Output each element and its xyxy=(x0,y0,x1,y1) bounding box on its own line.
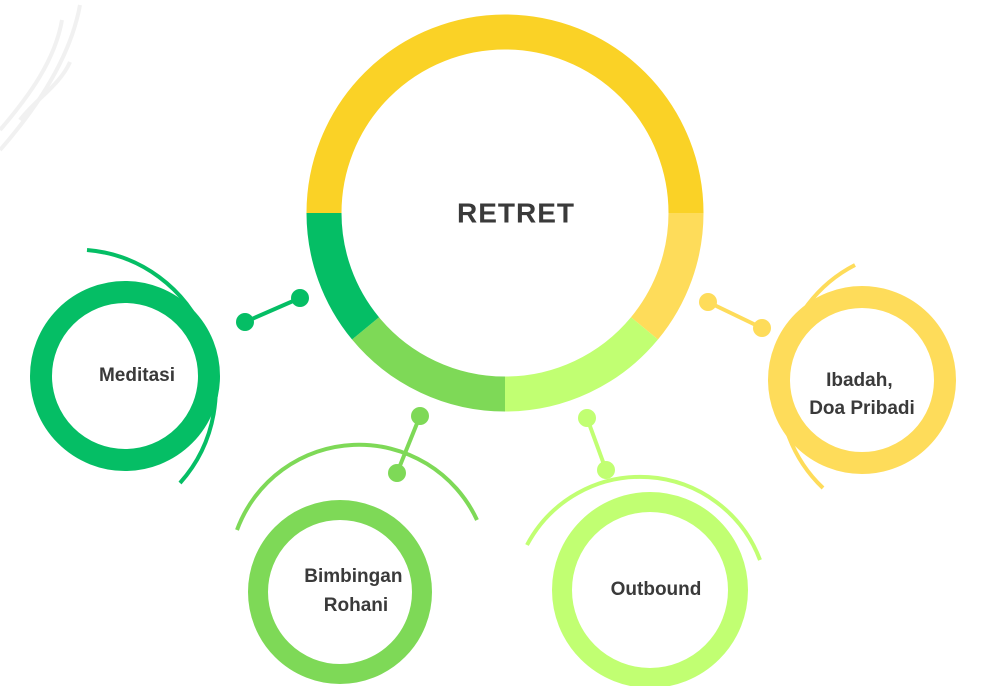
node-bimbingan-line-1: Bimbingan xyxy=(304,566,402,587)
node-outbound-outer-arc xyxy=(525,474,762,561)
node-ibadah-ring xyxy=(768,286,956,474)
node-ibadah-line-2: Doa Pribadi xyxy=(809,398,915,419)
node-ibadah-connector-dot-inner xyxy=(753,319,771,337)
node-bimbingan-ring xyxy=(248,500,432,684)
node-outbound-label: Outbound xyxy=(611,579,702,600)
center-ring-segment-ibadah xyxy=(306,14,704,412)
node-ibadah-connector-dot-outer xyxy=(699,293,717,311)
node-meditasi-line-1: Meditasi xyxy=(99,365,175,386)
node-bimbingan-connector-dot-outer xyxy=(411,407,429,425)
node-meditasi: Meditasi xyxy=(30,248,309,485)
node-ibadah-line-1: Ibadah, xyxy=(826,370,893,391)
node-meditasi-label: Meditasi xyxy=(99,365,175,386)
center-label: RETRET xyxy=(457,197,575,228)
center-ring-segment-meditasi xyxy=(306,14,704,412)
node-outbound-ring xyxy=(552,492,748,686)
node-outbound-line-1: Outbound xyxy=(611,579,702,600)
node-outbound: Outbound xyxy=(525,409,762,686)
node-outbound-connector-dot-inner xyxy=(597,461,615,479)
node-outbound-connector xyxy=(585,417,608,471)
watermark-leaf-icon xyxy=(0,4,82,152)
node-ibadah: Ibadah, Doa Pribadi xyxy=(699,263,956,490)
node-meditasi-ring xyxy=(30,281,220,471)
node-bimbingan-label: Bimbingan Rohani xyxy=(304,566,407,616)
node-meditasi-connector-dot-inner xyxy=(236,313,254,331)
node-bimbingan-connector-dot-inner xyxy=(388,464,406,482)
node-bimbingan-line-2: Rohani xyxy=(324,595,388,616)
node-meditasi-connector xyxy=(244,296,301,324)
center-ring-segment-outbound xyxy=(306,14,704,412)
node-outbound-connector-dot-outer xyxy=(578,409,596,427)
node-ibadah-connector xyxy=(707,300,763,330)
node-bimbingan-outer-arc xyxy=(235,442,479,531)
center-node: RETRET xyxy=(306,14,704,412)
node-ibadah-label: Ibadah, Doa Pribadi xyxy=(809,370,915,419)
node-bimbingan-connector xyxy=(395,415,422,474)
node-bimbingan: Bimbingan Rohani xyxy=(235,407,479,684)
node-meditasi-connector-dot-outer xyxy=(291,289,309,307)
